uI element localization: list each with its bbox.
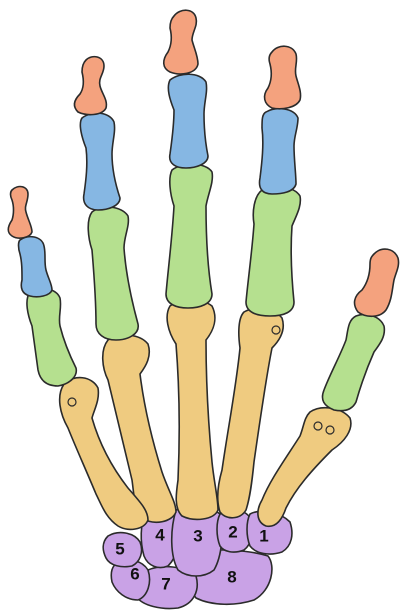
- carpal-label-8: 8: [227, 567, 236, 586]
- middle-metacarpal: [167, 300, 218, 519]
- carpal-label-6: 6: [130, 564, 139, 583]
- carpal-label-7: 7: [161, 574, 170, 593]
- middle-proximal-phalanx: [166, 164, 212, 308]
- ring-proximal-phalanx: [88, 207, 138, 340]
- pinky-middle-phalanx: [19, 237, 53, 297]
- middle-finger: [164, 10, 218, 519]
- index-middle-phalanx: [260, 109, 299, 194]
- carpal-label-2: 2: [228, 522, 237, 541]
- pinky-distal-phalanx: [8, 187, 32, 239]
- pinky-proximal-phalanx: [27, 289, 76, 386]
- ring-distal-phalanx: [74, 57, 106, 115]
- ring-middle-phalanx: [80, 113, 120, 210]
- carpal-label-3: 3: [193, 526, 202, 545]
- carpal-label-5: 5: [115, 539, 124, 558]
- index-distal-phalanx: [265, 46, 301, 108]
- index-proximal-phalanx: [246, 187, 300, 316]
- carpal-label-1: 1: [259, 526, 268, 545]
- thumb-distal-phalanx: [355, 249, 399, 316]
- middle-middle-phalanx: [168, 74, 208, 168]
- index-finger: [218, 46, 301, 518]
- thumb-metacarpal: [258, 408, 351, 527]
- thumb-proximal-phalanx: [322, 314, 384, 410]
- middle-distal-phalanx: [164, 10, 198, 74]
- carpal-label-4: 4: [155, 525, 165, 544]
